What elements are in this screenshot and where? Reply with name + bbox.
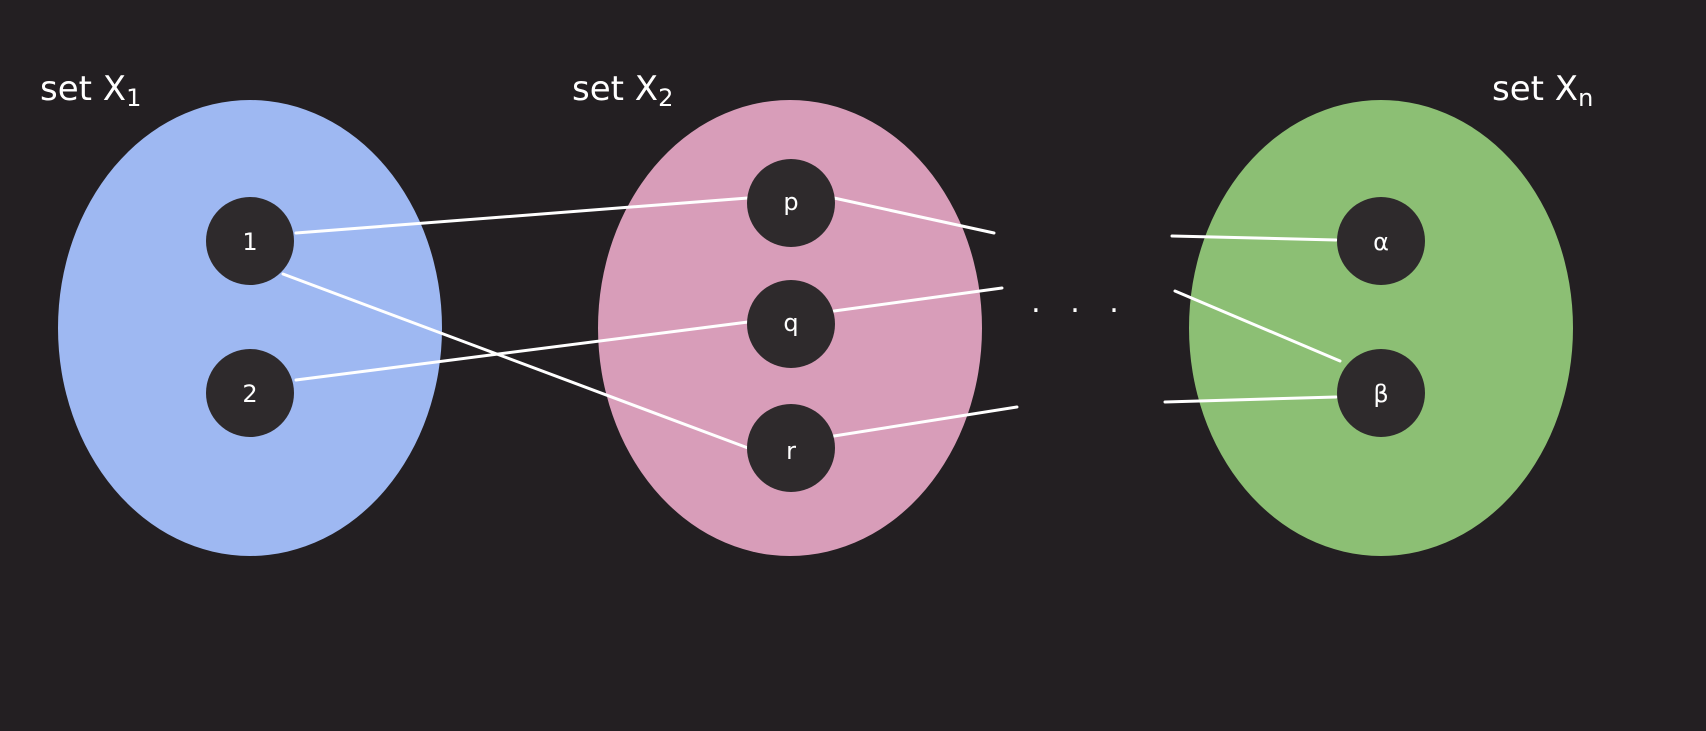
set-x1-title: set X1 [40, 69, 141, 112]
element-node-alpha: α [1337, 197, 1425, 285]
element-label-beta: β [1373, 380, 1388, 408]
element-node-q: q [747, 280, 835, 368]
connection-incoming-beta-lower [1163, 395, 1338, 404]
connection-1-p [294, 196, 750, 235]
element-node-alpha-circle [1337, 197, 1425, 285]
element-node-1: 1 [206, 197, 294, 285]
set-xn-title: set Xn [1492, 69, 1593, 112]
element-label-r: r [786, 437, 796, 465]
set-x2-title: set X2 [572, 69, 673, 112]
connection-incoming-beta-upper [1173, 289, 1342, 363]
element-label-2: 2 [242, 380, 257, 408]
element-node-beta: β [1337, 349, 1425, 437]
element-node-beta-circle [1337, 349, 1425, 437]
connection-lines [281, 196, 1342, 450]
element-node-p: p [747, 159, 835, 247]
connection-p-continued [832, 196, 996, 235]
element-label-p: p [783, 188, 798, 216]
element-node-1-circle [206, 197, 294, 285]
ellipsis-dots: . . . [1031, 285, 1129, 320]
element-label-q: q [783, 309, 798, 337]
connection-q-continued [832, 286, 1004, 313]
element-node-q-circle [747, 280, 835, 368]
set-xn-ellipse [1189, 100, 1573, 556]
connection-r-continued [832, 405, 1019, 438]
element-label-alpha: α [1373, 228, 1389, 256]
connection-incoming-alpha [1170, 234, 1338, 242]
element-node-r: r [747, 404, 835, 492]
element-label-1: 1 [242, 228, 257, 256]
connection-1-r [281, 272, 750, 450]
connection-2-q [294, 320, 750, 382]
element-node-2: 2 [206, 349, 294, 437]
element-node-2-circle [206, 349, 294, 437]
element-node-p-circle [747, 159, 835, 247]
set-x1-ellipse [58, 100, 442, 556]
element-node-r-circle [747, 404, 835, 492]
